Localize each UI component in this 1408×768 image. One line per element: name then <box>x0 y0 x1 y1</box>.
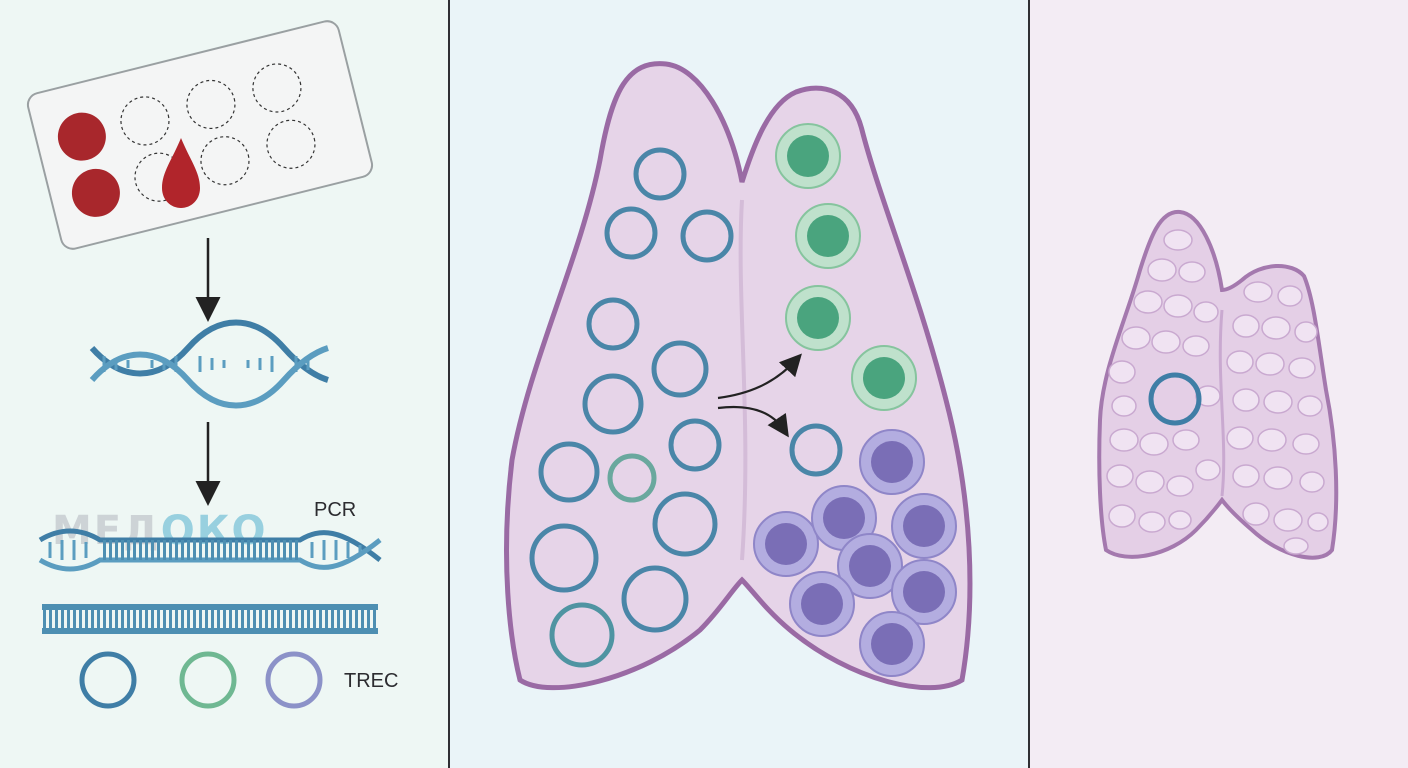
thymus-midline <box>738 199 748 561</box>
dna-helix-icon <box>89 319 329 409</box>
empty-spot <box>252 63 302 113</box>
mature-purple-t-cells <box>753 429 957 677</box>
thymus-midline <box>1218 309 1226 497</box>
trec-circle-blue <box>1148 372 1202 426</box>
blood-spot <box>71 168 120 217</box>
thymus-atrophic-outline <box>1097 209 1339 560</box>
empty-spot <box>186 79 236 130</box>
empty-spot <box>200 136 250 186</box>
migration-arrow-icon <box>717 405 789 438</box>
trec-circle-blue <box>79 651 137 709</box>
blood-spot <box>57 112 106 161</box>
empty-spot <box>120 96 170 146</box>
empty-spot <box>266 119 316 169</box>
trec-circle-green <box>179 651 237 709</box>
blood-drop-icon <box>162 138 200 208</box>
pcr-amplified-dna-icon <box>38 528 382 572</box>
trec-circle-purple <box>265 651 323 709</box>
trec-label: TREC <box>344 670 398 692</box>
dna-strand-bar <box>42 604 378 634</box>
migration-arrow-icon <box>717 353 802 400</box>
pcr-label: PCR <box>314 499 356 521</box>
fatty-tissue-pattern <box>1106 229 1329 555</box>
mature-green-t-cells <box>775 123 917 411</box>
dried-blood-spot-card <box>26 20 374 250</box>
immature-t-cells <box>529 147 843 668</box>
